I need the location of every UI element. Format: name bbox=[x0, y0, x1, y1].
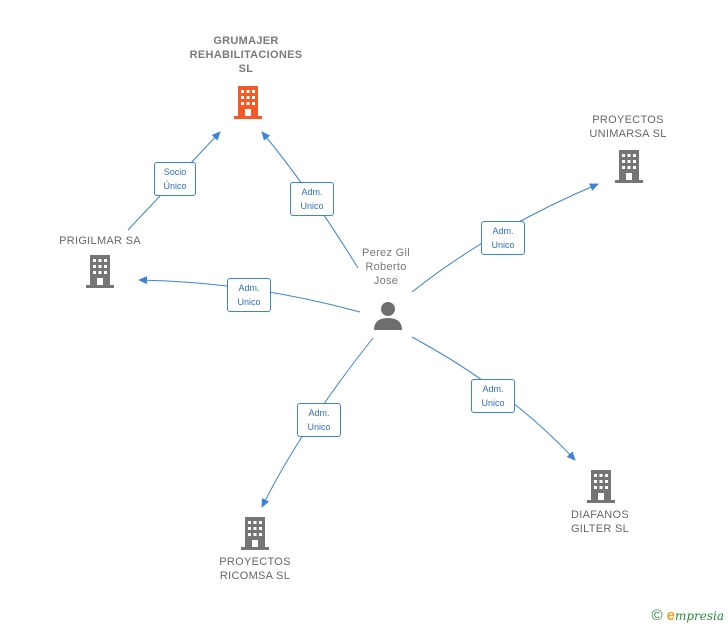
brand-name: mpresia bbox=[674, 609, 724, 623]
edge-label-person-diafanos[interactable]: Adm. Unico bbox=[471, 379, 515, 413]
edge-label-person-prigilmar[interactable]: Adm. Unico bbox=[227, 278, 271, 312]
building-icon[interactable] bbox=[239, 515, 271, 551]
edge-label-person-ricomsa[interactable]: Adm. Unico bbox=[297, 403, 341, 437]
edge-label-person-unimarsa[interactable]: Adm. Unico bbox=[481, 221, 525, 255]
copyright-symbol: © bbox=[651, 607, 663, 624]
node-label-person: Perez Gil Roberto Jose bbox=[362, 247, 410, 287]
node-label-ricomsa: PROYECTOS RICOMSA SL bbox=[219, 556, 291, 582]
person-icon[interactable] bbox=[372, 300, 404, 332]
edge-label-prigilmar-grumajer[interactable]: Socio Único bbox=[154, 162, 196, 196]
footer-brand[interactable]: ©empresia bbox=[652, 607, 724, 624]
building-icon[interactable] bbox=[84, 253, 116, 289]
node-label-grumajer: GRUMAJER REHABILITACIONES SL bbox=[189, 35, 303, 75]
node-label-diafanos: DIAFANOS GILTER SL bbox=[570, 509, 630, 535]
node-label-prigilmar: PRIGILMAR SA bbox=[59, 235, 141, 247]
building-icon[interactable] bbox=[232, 84, 264, 120]
building-icon[interactable] bbox=[585, 468, 617, 504]
building-icon[interactable] bbox=[613, 148, 645, 184]
brand-initial: e bbox=[666, 607, 675, 624]
node-label-unimarsa: PROYECTOS UNIMARSA SL bbox=[589, 114, 667, 140]
edge-label-person-grumajer[interactable]: Adm. Unico bbox=[290, 182, 334, 216]
